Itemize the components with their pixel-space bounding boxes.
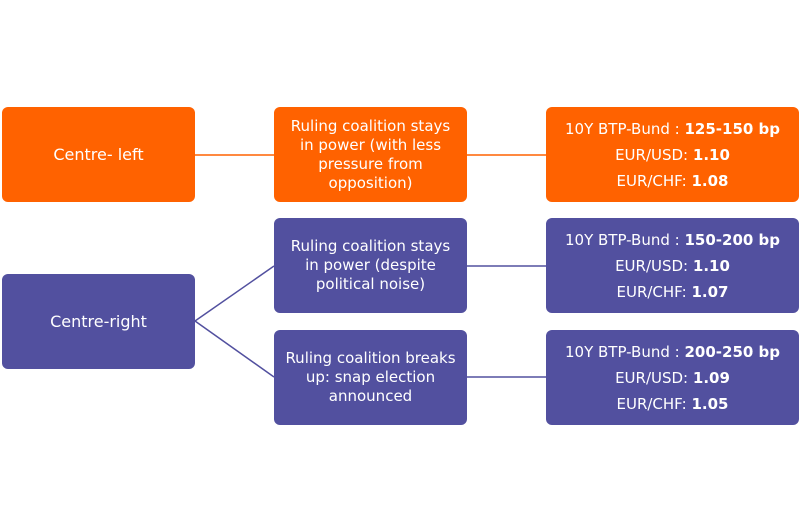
bund-spread-line: 10Y BTP-Bund : 125-150 bp [565, 116, 780, 142]
market-box-2: 10Y BTP-Bund : 150-200 bp EUR/USD: 1.10 … [546, 218, 799, 313]
eurusd-label: EUR/USD: [615, 256, 693, 275]
eurchf-line: EUR/CHF: 1.05 [617, 391, 729, 417]
connector-right-to-outcome-3 [194, 320, 275, 378]
outcome-text: Ruling coalition breaks up: snap electio… [285, 349, 456, 405]
outcome-box-2: Ruling coalition stays in power (despite… [274, 218, 467, 313]
eurchf-label: EUR/CHF: [616, 171, 692, 190]
bund-spread-line: 10Y BTP-Bund : 150-200 bp [565, 227, 780, 253]
scenario-centre-left: Centre- left [2, 107, 195, 202]
bund-value: 150-200 bp [684, 230, 781, 249]
scenario-label: Centre- left [53, 145, 144, 164]
market-box-1: 10Y BTP-Bund : 125-150 bp EUR/USD: 1.10 … [546, 107, 799, 202]
eurusd-value: 1.10 [692, 145, 730, 164]
bund-spread-line: 10Y BTP-Bund : 200-250 bp [565, 339, 780, 365]
eurchf-label: EUR/CHF: [616, 282, 692, 301]
bund-label: 10Y BTP-Bund : [564, 119, 685, 138]
eurusd-label: EUR/USD: [615, 145, 693, 164]
scenario-centre-right: Centre-right [2, 274, 195, 369]
eurusd-line: EUR/USD: 1.10 [615, 142, 730, 168]
bund-label: 10Y BTP-Bund : [564, 342, 685, 361]
scenario-label: Centre-right [50, 312, 147, 331]
market-box-3: 10Y BTP-Bund : 200-250 bp EUR/USD: 1.09 … [546, 330, 799, 425]
eurchf-value: 1.08 [691, 171, 729, 190]
eurchf-value: 1.05 [691, 394, 729, 413]
eurusd-line: EUR/USD: 1.10 [615, 253, 730, 279]
bund-value: 200-250 bp [684, 342, 781, 361]
eurusd-value: 1.10 [692, 256, 730, 275]
eurusd-value: 1.09 [692, 368, 730, 387]
outcome-box-3: Ruling coalition breaks up: snap electio… [274, 330, 467, 425]
outcome-box-1: Ruling coalition stays in power (with le… [274, 107, 467, 202]
outcome-text: Ruling coalition stays in power (despite… [290, 237, 451, 293]
eurchf-label: EUR/CHF: [616, 394, 692, 413]
connector-right-to-outcome-2 [194, 265, 275, 322]
outcome-text: Ruling coalition stays in power (with le… [290, 116, 451, 192]
bund-label: 10Y BTP-Bund : [564, 230, 685, 249]
bund-value: 125-150 bp [684, 119, 781, 138]
eurchf-value: 1.07 [691, 282, 729, 301]
eurchf-line: EUR/CHF: 1.08 [617, 168, 729, 194]
eurchf-line: EUR/CHF: 1.07 [617, 279, 729, 305]
eurusd-label: EUR/USD: [615, 368, 693, 387]
eurusd-line: EUR/USD: 1.09 [615, 365, 730, 391]
